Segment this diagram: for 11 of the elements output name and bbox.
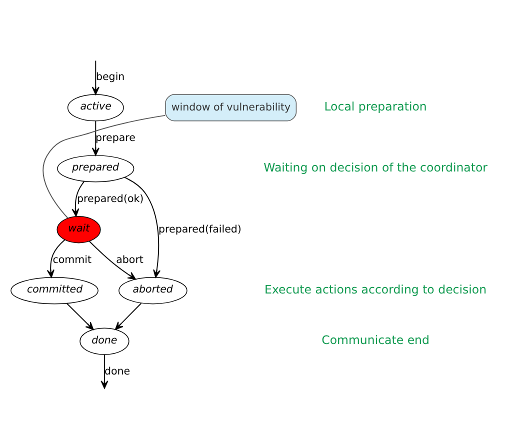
label: Execute actions according to decision: [264, 282, 487, 296]
edge-label: prepared(failed): [158, 222, 242, 235]
edge-label: begin: [96, 70, 125, 82]
label: Communicate end: [322, 332, 430, 347]
label: Waiting on decision of the coordinator: [264, 160, 488, 174]
edge-label: prepared(ok): [76, 192, 144, 204]
edge-label: abort: [116, 253, 144, 266]
edge-label: prepare: [96, 131, 136, 144]
label: Local preparation: [324, 98, 427, 113]
edge-label: commit: [52, 253, 92, 266]
edge-label: done: [104, 365, 130, 378]
